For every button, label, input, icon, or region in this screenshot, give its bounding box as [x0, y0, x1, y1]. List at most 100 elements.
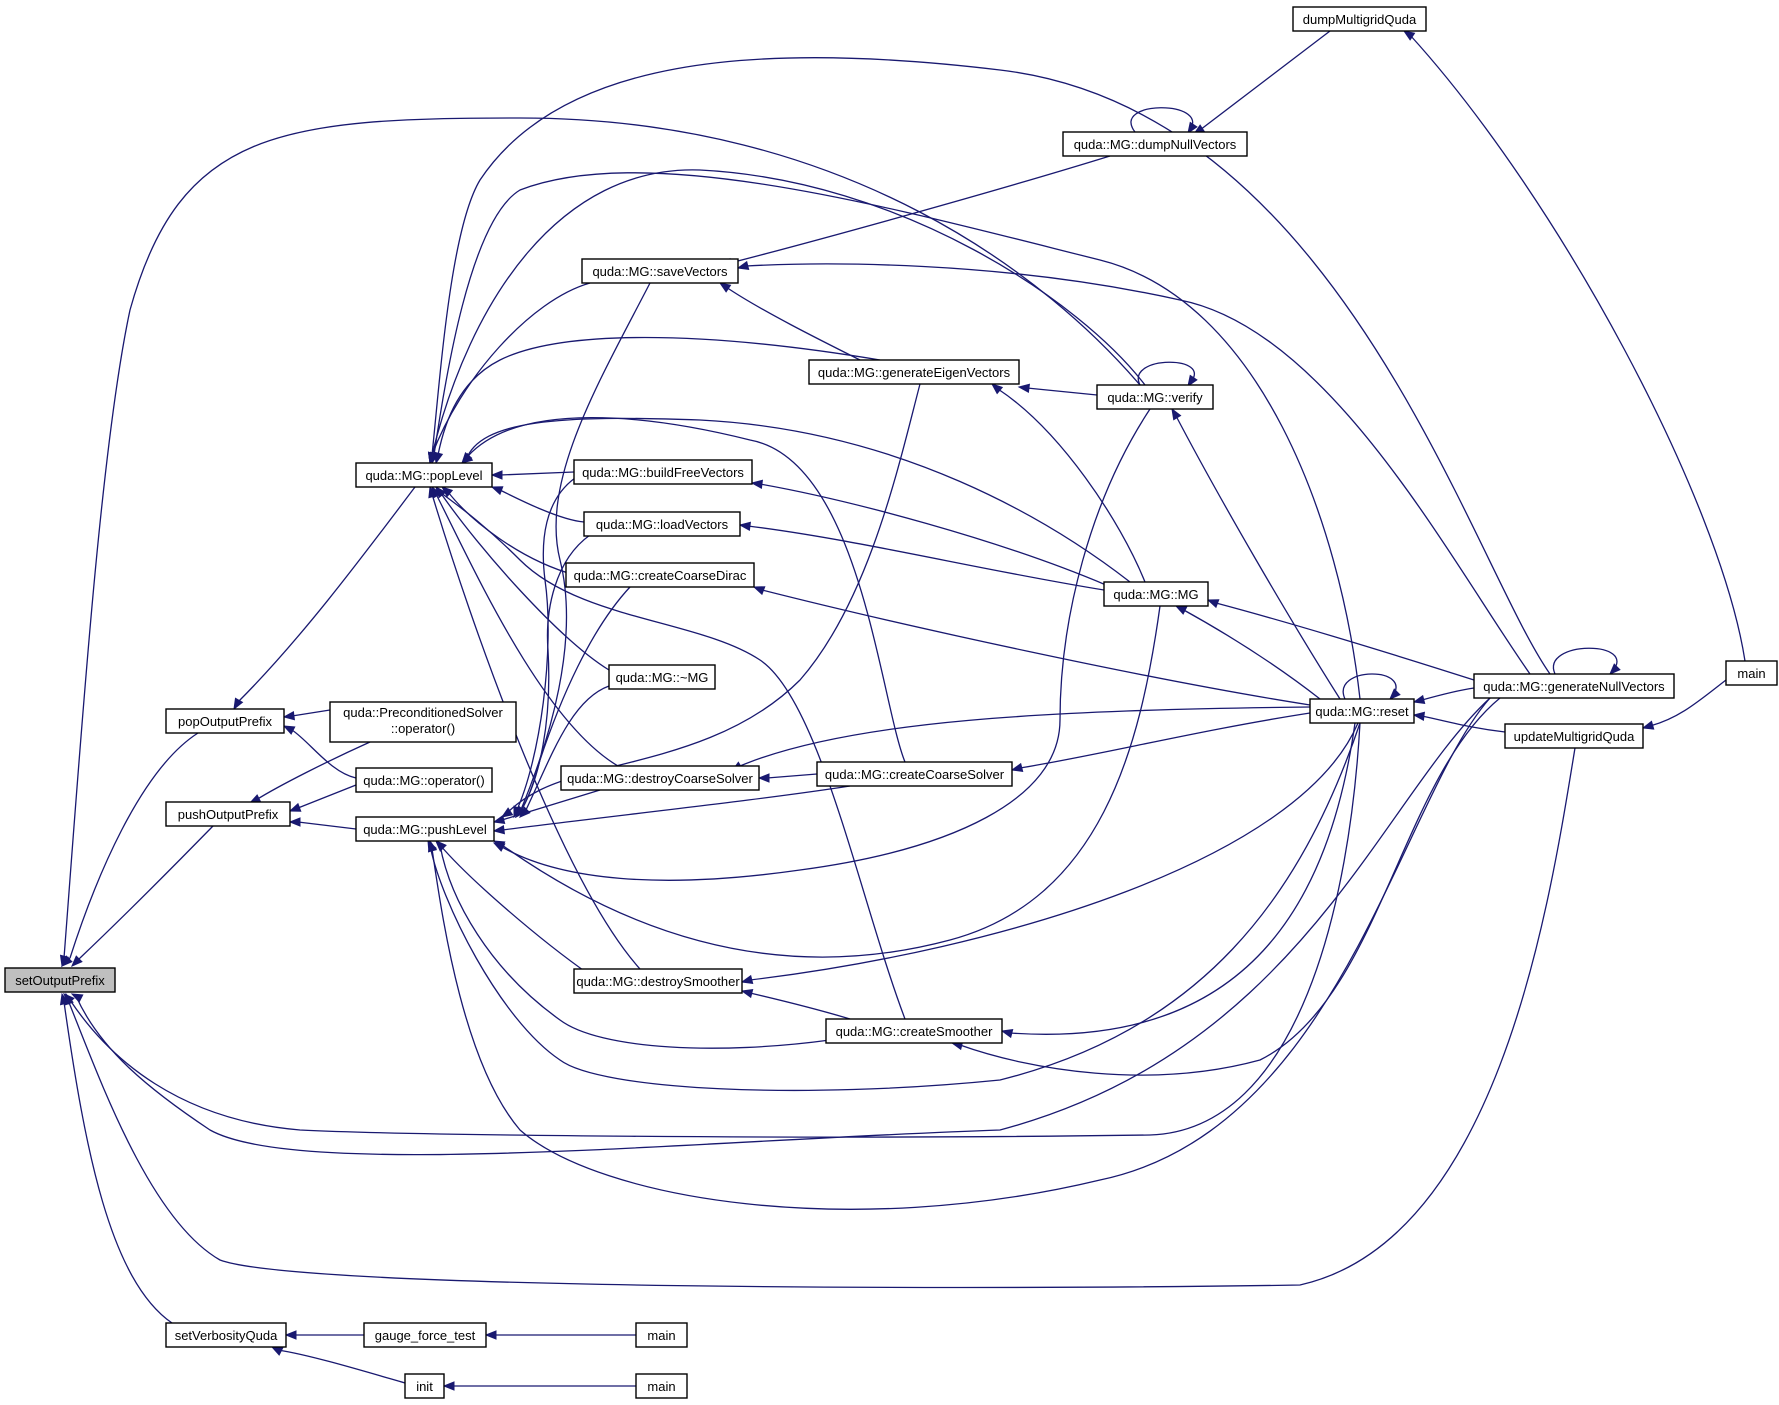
arrowhead	[1174, 605, 1188, 615]
node-createCoarseDirac[interactable]: quda::MG::createCoarseDirac	[565, 562, 755, 588]
node-box	[404, 1373, 445, 1399]
node-setVerbosityQuda[interactable]: setVerbosityQuda	[165, 1322, 287, 1348]
node-popLevel[interactable]: quda::MG::popLevel	[355, 462, 493, 488]
arrowhead	[1389, 688, 1401, 700]
node-pushLevel[interactable]: quda::MG::pushLevel	[355, 816, 495, 842]
node-dumpMultigridQuda[interactable]: dumpMultigridQuda	[1292, 6, 1427, 32]
node-label: quda::MG::buildFreeVectors	[582, 465, 744, 480]
arrowhead	[1412, 711, 1426, 722]
node-precondOp[interactable]: quda::PreconditionedSolver::operator()	[329, 701, 517, 743]
node-verify[interactable]: quda::MG::verify	[1096, 384, 1214, 410]
edge-line	[761, 589, 1311, 706]
node-box	[363, 1322, 487, 1348]
edge-line	[959, 697, 1501, 1076]
node-destroyCoarseSolver[interactable]: quda::MG::destroyCoarseSolver	[560, 765, 760, 791]
node-updateMultigridQuda[interactable]: updateMultigridQuda	[1504, 723, 1644, 749]
edge-createCoarseSolver-to-destroyCoarseSolver	[757, 773, 818, 783]
edge-generateNullVectors-to-setOutputPrefix	[70, 697, 1491, 1156]
node-popOutputPrefix[interactable]: popOutputPrefix	[165, 708, 285, 734]
node-label: setVerbosityQuda	[175, 1328, 278, 1343]
edge-destroySmoother-to-pushLevel	[435, 840, 591, 976]
edge-line	[467, 416, 906, 763]
edge-updateMultigridQuda-to-reset	[1412, 711, 1506, 733]
edge-precondOp-to-pushOutputPrefix	[248, 741, 371, 804]
node-main3[interactable]: main	[1725, 660, 1778, 686]
node-main2[interactable]: main	[635, 1373, 688, 1399]
edge-createSmoother-to-pushLevel	[435, 840, 831, 1049]
edge-dtorMG-to-pushLevel	[519, 685, 610, 818]
node-MGctor[interactable]: quda::MG::MG	[1103, 581, 1209, 607]
node-reset[interactable]: quda::MG::reset	[1309, 698, 1415, 724]
node-createSmoother[interactable]: quda::MG::createSmoother	[825, 1018, 1003, 1044]
node-box	[1725, 660, 1778, 686]
edge-verify-to-popLevel	[427, 169, 1146, 465]
edge-generateNullVectors-to-generateNullVectors	[1552, 647, 1621, 675]
arrowhead	[435, 485, 447, 499]
node-init[interactable]: init	[404, 1373, 445, 1399]
edge-line	[431, 282, 591, 456]
edge-line	[1181, 608, 1321, 700]
node-label: ::operator()	[391, 721, 455, 736]
arrowhead	[990, 383, 1004, 395]
edge-line	[1019, 712, 1311, 769]
arrowhead	[1641, 720, 1655, 730]
arrowhead	[492, 814, 506, 825]
node-loadVectors[interactable]: quda::MG::loadVectors	[583, 511, 741, 537]
node-dumpNullVectors[interactable]: quda::MG::dumpNullVectors	[1062, 131, 1248, 157]
arrowhead	[428, 485, 438, 499]
node-gaugeForceTest[interactable]: gauge_force_test	[363, 1322, 487, 1348]
node-label: quda::MG::generateNullVectors	[1483, 679, 1665, 694]
node-pushOutputPrefix[interactable]: pushOutputPrefix	[165, 801, 291, 827]
arrowhead	[233, 697, 244, 711]
arrowhead	[484, 1330, 497, 1340]
node-buildFreeVectors[interactable]: quda::MG::buildFreeVectors	[573, 459, 753, 485]
node-setOutputPrefix[interactable]: setOutputPrefix	[4, 967, 116, 993]
edge-line	[255, 741, 371, 801]
edge-reset-to-createCoarseSolver	[1010, 712, 1311, 773]
edge-line	[501, 789, 601, 821]
node-label: main	[647, 1379, 675, 1394]
node-label: quda::MG::popLevel	[365, 468, 482, 483]
edge-createCoarseSolver-to-pushLevel	[492, 785, 851, 835]
edge-line	[499, 489, 585, 523]
arrowhead	[59, 954, 70, 968]
edge-line	[75, 697, 1491, 1156]
node-label: quda::MG::saveVectors	[592, 264, 728, 279]
edge-line	[997, 388, 1146, 583]
edge-generateEigenVectors-to-popLevel	[433, 336, 881, 465]
edge-line	[501, 785, 851, 831]
edge-line	[725, 286, 861, 361]
edge-line	[297, 821, 357, 830]
edge-generateNullVectors-to-createSmoother	[950, 697, 1501, 1076]
node-label: main	[1737, 666, 1765, 681]
edge-MGctor-to-pushLevel	[492, 605, 1161, 958]
node-generateNullVectors[interactable]: quda::MG::generateNullVectors	[1473, 673, 1675, 699]
edge-main1-to-gaugeForceTest	[484, 1330, 636, 1340]
edge-pushLevel-to-pushOutputPrefix	[288, 817, 357, 830]
edge-line	[1421, 715, 1506, 733]
node-label: quda::MG::operator()	[363, 773, 484, 788]
node-dtorMG[interactable]: quda::MG::~MG	[608, 664, 716, 690]
edge-MGctor-to-buildFreeVectors	[750, 479, 1107, 586]
node-main1[interactable]: main	[635, 1322, 688, 1348]
node-box	[4, 967, 116, 993]
edge-reset-to-popLevel	[429, 172, 1361, 700]
edge-dumpMultigridQuda-to-dumpNullVectors	[1192, 30, 1331, 135]
edge-line	[433, 172, 1361, 700]
node-generateEigenVectors[interactable]: quda::MG::generateEigenVectors	[808, 359, 1020, 385]
node-saveVectors[interactable]: quda::MG::saveVectors	[581, 258, 739, 284]
node-createCoarseSolver[interactable]: quda::MG::createCoarseSolver	[816, 761, 1013, 787]
node-destroySmoother[interactable]: quda::MG::destroySmoother	[573, 968, 743, 994]
node-box	[825, 1018, 1003, 1044]
edge-line	[437, 336, 881, 456]
node-label: quda::MG::destroySmoother	[576, 974, 740, 989]
edge-line	[237, 486, 416, 703]
arrowhead	[70, 993, 84, 1003]
edge-main3-to-updateMultigridQuda	[1641, 679, 1727, 730]
edge-line	[447, 491, 576, 576]
edge-createSmoother-to-popLevel	[435, 485, 906, 1020]
node-mgOp[interactable]: quda::MG::operator()	[355, 767, 493, 793]
arrowhead	[718, 282, 732, 293]
node-label: main	[647, 1328, 675, 1343]
edge-destroySmoother-to-popLevel	[428, 485, 641, 970]
